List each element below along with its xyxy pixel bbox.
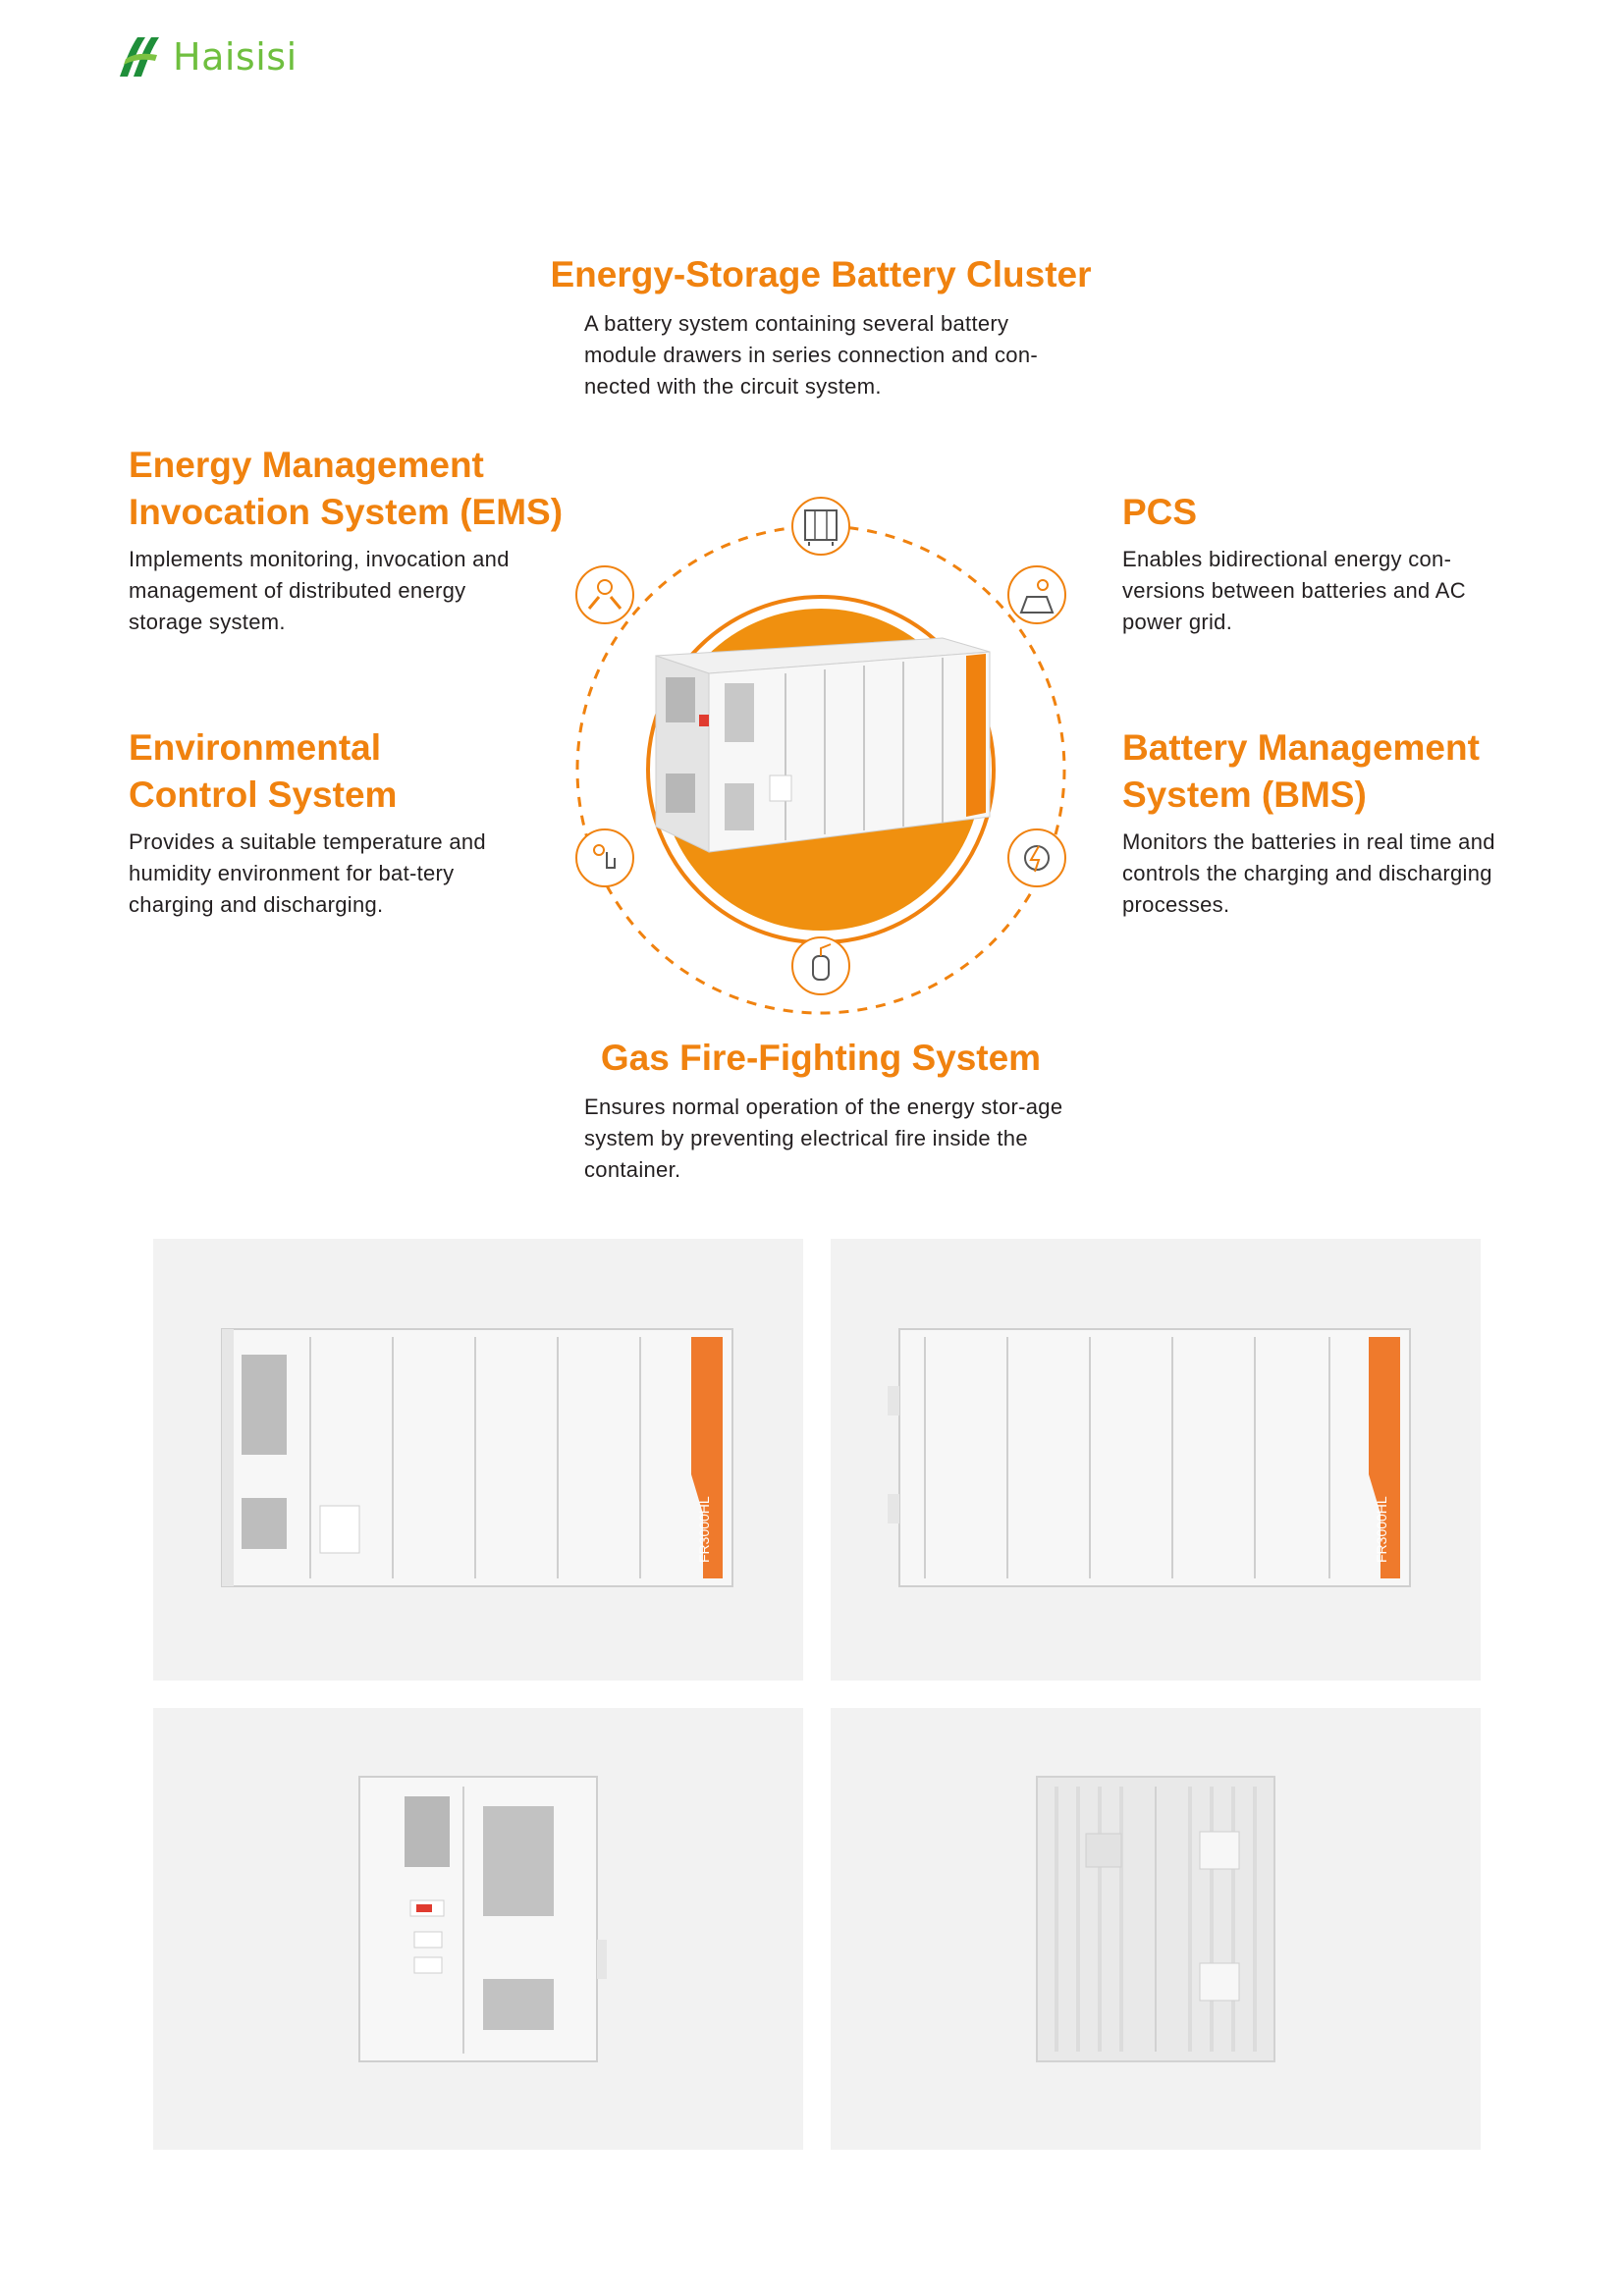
environmental-body: Provides a suitable temperature and humi…: [129, 829, 486, 917]
ems-title-line1: Energy Management: [129, 445, 484, 485]
brand-logo: Haisisi: [112, 31, 308, 86]
solar-panel-icon: [1007, 565, 1066, 624]
sun-hands-icon: [575, 565, 634, 624]
environmental-section: Environmental Control System Provides a …: [129, 724, 629, 921]
fire-title: Gas Fire-Fighting System: [600, 1038, 1042, 1078]
product-photo-side-controls: [153, 1708, 803, 2150]
container-illustration: [655, 637, 991, 853]
lightning-sun-icon: [1007, 828, 1066, 887]
pcs-title: PCS: [1122, 492, 1198, 532]
thermostat-plug-icon: [575, 828, 634, 887]
bms-section: Battery Management System (BMS) Monitors…: [1122, 724, 1535, 921]
fire-extinguisher-icon: [791, 936, 850, 995]
product-photo-front-left: FR3000HL: [153, 1239, 803, 1681]
battery-cluster-section: Energy-Storage Battery Cluster A battery…: [526, 251, 1115, 402]
environmental-title-line1: Environmental: [129, 727, 381, 768]
product-label-2: FR3000HL: [1374, 1496, 1389, 1563]
product-photo-front-right: FR3000HL: [831, 1239, 1481, 1681]
environmental-title-line2: Control System: [129, 774, 398, 815]
product-label: FR3000HL: [696, 1496, 712, 1563]
fire-section: Gas Fire-Fighting System Ensures normal …: [526, 1035, 1115, 1186]
ems-section: Energy Management Invocation System (EMS…: [129, 442, 629, 638]
bms-title-line2: System (BMS): [1122, 774, 1367, 815]
pcs-body: Enables bidirectional energy con-version…: [1122, 547, 1466, 634]
battery-cabinet-icon: [791, 497, 850, 556]
battery-cluster-body: A battery system containing several batt…: [584, 311, 1038, 399]
bms-body: Monitors the batteries in real time and …: [1122, 829, 1495, 917]
pcs-section: PCS Enables bidirectional energy con-ver…: [1122, 489, 1515, 638]
bms-title-line1: Battery Management: [1122, 727, 1480, 768]
battery-cluster-title: Energy-Storage Battery Cluster: [550, 254, 1092, 294]
fire-body: Ensures normal operation of the energy s…: [584, 1095, 1063, 1182]
ems-body: Implements monitoring, invocation and ma…: [129, 547, 510, 634]
system-diagram: [550, 420, 1092, 1019]
haisisi-logo-icon: [120, 37, 159, 77]
product-photo-rear: [831, 1708, 1481, 2150]
brand-name: Haisisi: [173, 35, 298, 79]
ems-title-line2: Invocation System (EMS): [129, 492, 564, 532]
